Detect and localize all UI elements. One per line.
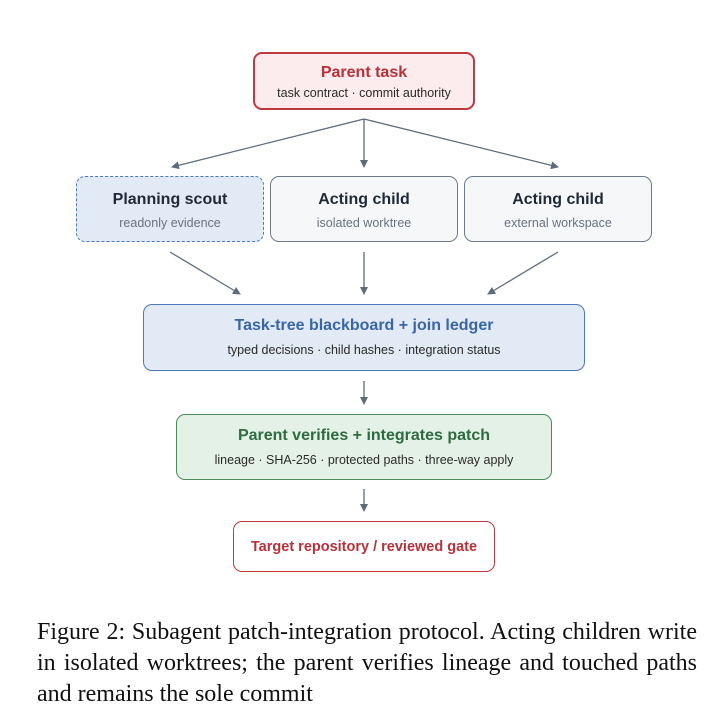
- figure-caption: Figure 2: Subagent patch-integration pro…: [37, 619, 697, 707]
- acting-child-workspace-title: Acting child: [512, 191, 604, 208]
- parent-verifies-subtitle: lineage · SHA-256 · protected paths · th…: [214, 453, 514, 467]
- target-repository-node: Target repository / reviewed gate: [233, 521, 495, 572]
- parent-task-subtitle: task contract · commit authority: [277, 86, 451, 100]
- acting-child-worktree-subtitle: isolated worktree: [316, 216, 412, 230]
- blackboard-title: Task-tree blackboard + join ledger: [234, 317, 494, 334]
- parent-task-node: Parent task task contract · commit autho…: [253, 52, 475, 110]
- arrow-scout-to-blackboard: [169, 251, 241, 295]
- planning-scout-node: Planning scout readonly evidence: [76, 176, 264, 242]
- parent-task-title: Parent task: [320, 64, 408, 81]
- planning-scout-subtitle: readonly evidence: [119, 216, 221, 230]
- acting-child-worktree-node: Acting child isolated worktree: [270, 176, 458, 242]
- arrow-acting-child-2-to-blackboard: [487, 251, 559, 295]
- target-repository-title: Target repository / reviewed gate: [250, 539, 478, 555]
- blackboard-ledger-node: Task-tree blackboard + join ledger typed…: [143, 304, 585, 371]
- parent-verifies-title: Parent verifies + integrates patch: [237, 427, 491, 444]
- arrow-parent-to-scout: [171, 118, 365, 170]
- arrow-parent-to-acting-child-2: [363, 118, 559, 170]
- acting-child-workspace-subtitle: external workspace: [504, 216, 612, 230]
- planning-scout-title: Planning scout: [112, 191, 228, 208]
- parent-verifies-node: Parent verifies + integrates patch linea…: [176, 414, 552, 480]
- blackboard-subtitle: typed decisions · child hashes · integra…: [227, 343, 501, 357]
- acting-child-workspace-node: Acting child external workspace: [464, 176, 652, 242]
- connector-arrows: [169, 118, 559, 512]
- acting-child-worktree-title: Acting child: [318, 191, 410, 208]
